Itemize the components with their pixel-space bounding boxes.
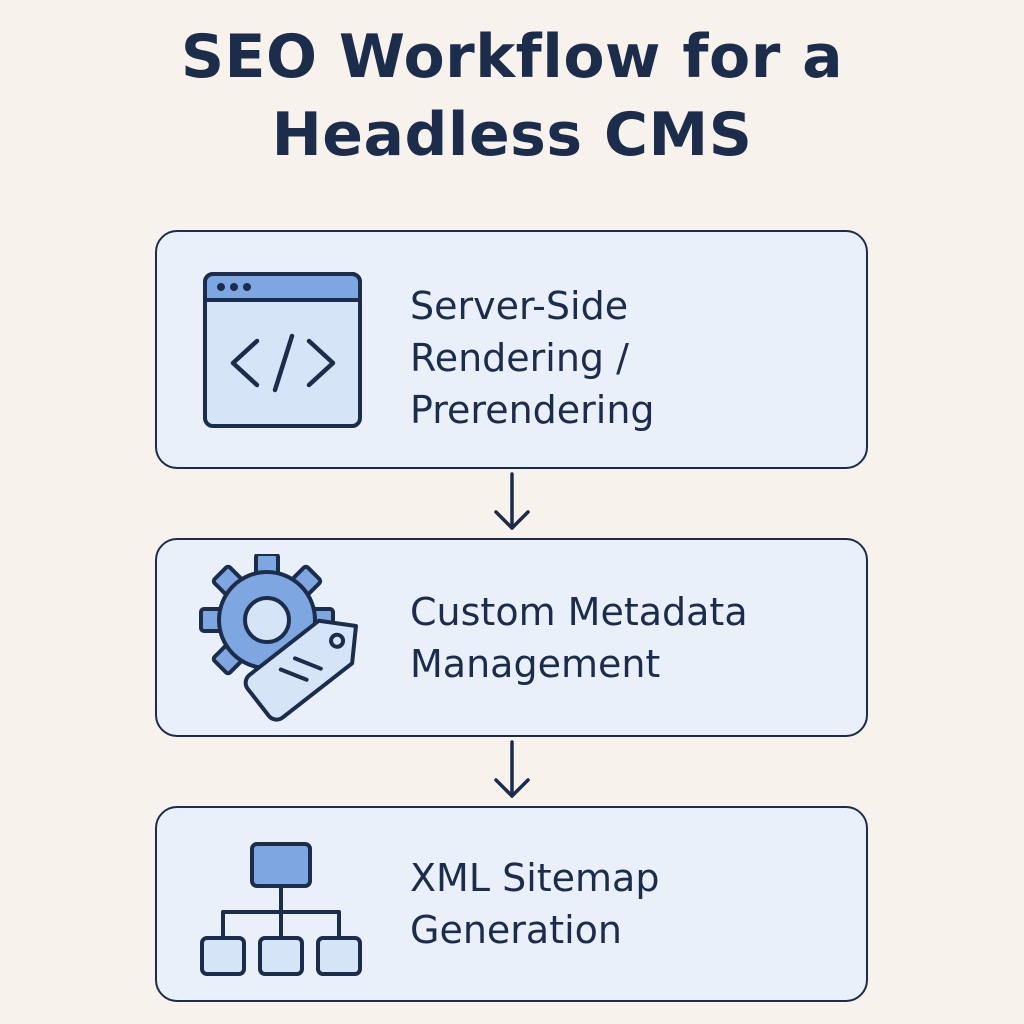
step-label-line: Server-Side (410, 284, 629, 328)
step-card-custom-metadata: Custom Metadata Management (155, 538, 868, 737)
step-label: Server-Side Rendering / Prerendering (410, 280, 655, 436)
diagram-title: SEO Workflow for a Headless CMS (0, 18, 1024, 174)
step-label-line: Custom Metadata (410, 590, 748, 634)
title-line-1: SEO Workflow for a (180, 22, 844, 92)
step-card-server-side-rendering: Server-Side Rendering / Prerendering (155, 230, 868, 469)
step-label-line: Generation (410, 908, 622, 952)
step-label: Custom Metadata Management (410, 586, 748, 690)
arrow-down-icon (490, 470, 534, 536)
step-label-line: Management (410, 642, 661, 686)
gear-tag-icon (197, 554, 377, 724)
step-label-line: XML Sitemap (410, 856, 660, 900)
step-card-xml-sitemap: XML Sitemap Generation (155, 806, 868, 1002)
step-label: XML Sitemap Generation (410, 852, 659, 956)
arrow-down-icon (490, 738, 534, 804)
step-label-line: Prerendering (410, 388, 655, 432)
step-label-line: Rendering / (410, 336, 629, 380)
sitemap-icon (197, 818, 377, 988)
title-line-2: Headless CMS (271, 100, 753, 170)
browser-code-icon (197, 266, 377, 436)
